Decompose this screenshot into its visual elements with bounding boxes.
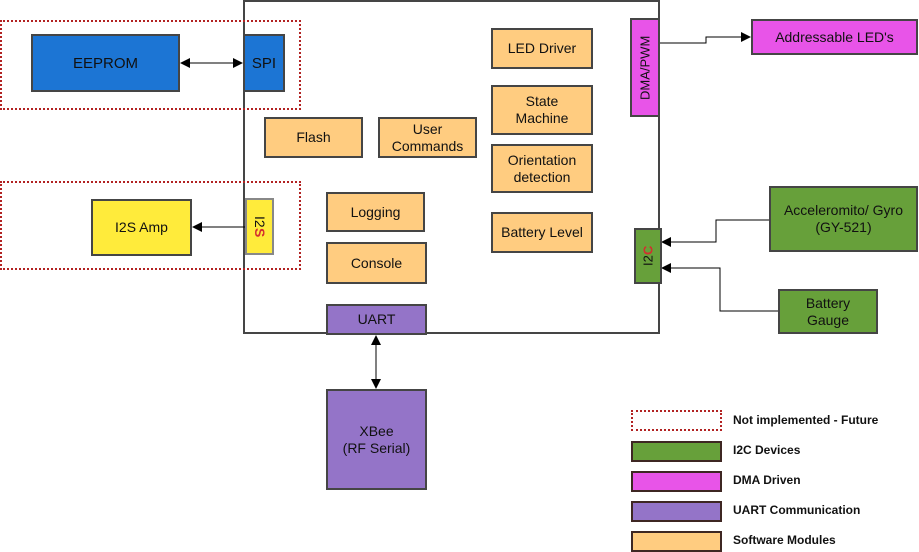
led-driver-module: LED Driver [491,28,593,69]
eeprom-block: EEPROM [31,34,180,92]
user-commands-label: User Commands [391,120,464,154]
xbee-label: XBee (RF Serial) [342,422,411,456]
state-machine-label: State Machine [515,93,569,126]
uart-block: UART [326,304,427,335]
i2c-label-b: C [640,245,656,256]
legend-label-uart: UART Communication [733,503,861,517]
flash-label: Flash [296,129,331,145]
accelerometer-label: Acceleromito/ Gyro (GY-521) [783,202,904,235]
uart-label: UART [357,311,396,327]
battery-level-module: Battery Level [491,212,593,253]
legend-label-i2c: I2C Devices [733,443,801,457]
logging-label: Logging [350,203,401,220]
legend-swatch-uart [631,501,722,522]
logging-module: Logging [326,192,425,232]
led-driver-label: LED Driver [507,40,577,56]
i2s-label-b: S [252,227,268,238]
xbee-block: XBee (RF Serial) [326,389,427,490]
battery-gauge-block: Battery Gauge [778,289,878,334]
legend-label-software: Software Modules [733,533,836,547]
legend-swatch-software [631,531,722,552]
console-label: Console [350,254,403,271]
mcu-boundary [243,0,660,334]
console-module: Console [326,242,427,284]
legend-label-future: Not implemented - Future [733,413,879,427]
i2c-label-a: I2 [640,255,656,267]
spi-block: SPI [243,34,285,92]
dma-pwm-block: DMA/PWM [630,18,660,117]
gauge-i2c-connector [661,263,778,312]
addressable-leds-block: Addressable LED's [751,19,918,55]
spi-label: SPI [251,54,277,72]
user-commands-module: User Commands [378,117,477,158]
orientation-module: Orientation detection [491,144,593,193]
flash-module: Flash [264,117,363,158]
state-machine-module: State Machine [491,85,593,135]
i2s-amp-label: I2S Amp [115,219,168,235]
dma-led-connector [660,32,751,44]
battery-level-label: Battery Level [501,224,583,240]
accelerometer-block: Acceleromito/ Gyro (GY-521) [769,186,918,252]
legend-label-dma: DMA Driven [733,473,801,487]
orientation-label: Orientation detection [507,151,577,185]
legend-swatch-i2c [631,441,722,462]
battery-gauge-label: Battery Gauge [805,294,851,328]
accel-i2c-connector [661,219,769,247]
future-group-spi [0,20,301,110]
addressable-leds-label: Addressable LED's [775,28,894,45]
eeprom-label: EEPROM [72,54,138,72]
i2s-label-a: I2 [252,215,268,228]
legend-swatch-future [631,410,722,431]
dma-pwm-label: DMA/PWM [637,35,653,100]
future-group-i2s [0,181,301,270]
i2s-amp-block: I2S Amp [91,199,192,256]
legend-swatch-dma [631,471,722,492]
